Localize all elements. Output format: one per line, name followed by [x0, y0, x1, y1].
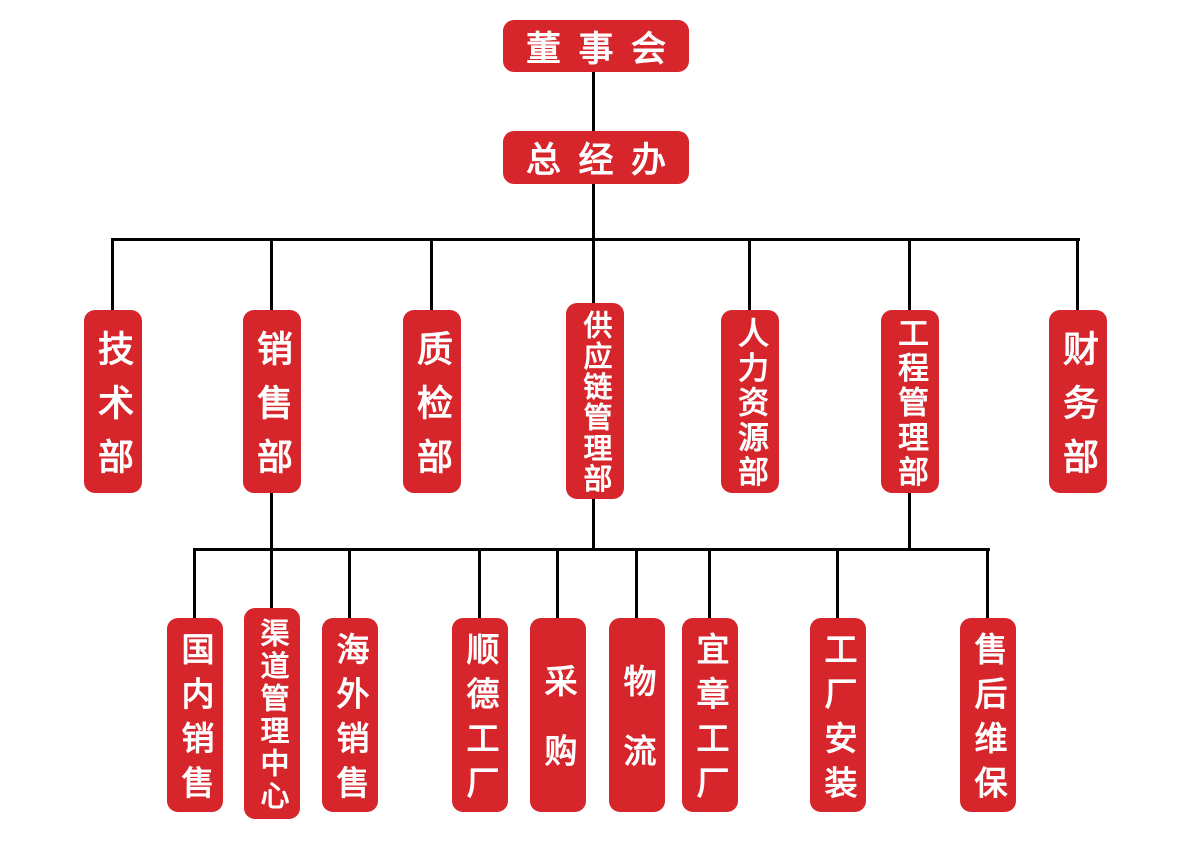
org-node-yizhang-factory: 宜章工厂: [682, 618, 738, 812]
org-node-eng-mgmt-dept: 工程管理部: [881, 310, 939, 493]
connector-board-exec: [592, 70, 595, 133]
connector-drop-logistics: [635, 548, 638, 620]
connector-drop-shunde-factory: [478, 548, 481, 620]
org-node-channel-mgmt-center: 渠道管理中心: [244, 608, 300, 819]
org-node-logistics: 物流: [609, 618, 665, 812]
org-node-sales-dept: 销售部: [243, 310, 301, 493]
org-node-supply-chain-dept: 供应链管理部: [566, 303, 624, 499]
connector-drop-supply: [592, 238, 595, 305]
org-node-hr-dept: 人力资源部: [721, 310, 779, 493]
org-node-procurement: 采购: [530, 618, 586, 812]
connector-supply-bus: [592, 498, 595, 550]
connector-eng-bus: [908, 493, 911, 550]
org-node-qc-dept: 质检部: [403, 310, 461, 493]
connector-exec-trunk: [592, 183, 595, 240]
connector-sales-bus: [270, 493, 273, 550]
org-node-domestic-sales: 国内销售: [167, 618, 223, 812]
org-node-board: 董事会: [503, 20, 689, 72]
connector-drop-factory-install: [836, 548, 839, 620]
connector-drop-domestic-sales: [193, 548, 196, 620]
org-node-shunde-factory: 顺德工厂: [452, 618, 508, 812]
org-node-board-label: 董事会: [525, 29, 684, 69]
org-node-executive-office-label: 总经办: [525, 141, 684, 180]
connector-drop-qc: [430, 238, 433, 312]
org-node-factory-install: 工厂安装: [810, 618, 866, 812]
connector-drop-channel-mgmt: [270, 548, 273, 610]
connector-drop-hr: [748, 238, 751, 312]
org-node-finance-dept: 财务部: [1049, 310, 1107, 493]
org-node-tech-dept: 技术部: [84, 310, 142, 493]
connector-drop-procurement: [556, 548, 559, 620]
org-node-overseas-sales: 海外销售: [322, 618, 378, 812]
org-node-executive-office: 总经办: [503, 131, 689, 184]
connector-drop-sales: [270, 238, 273, 312]
connector-drop-tech: [111, 238, 114, 312]
connector-drop-yizhang-factory: [708, 548, 711, 620]
connector-drop-eng: [908, 238, 911, 312]
connector-drop-aftersales: [986, 548, 989, 620]
connector-drop-finance: [1076, 238, 1079, 312]
org-node-aftersales-maintenance: 售后维保: [960, 618, 1016, 812]
connector-drop-overseas-sales: [348, 548, 351, 620]
connector-level2-bus: [111, 238, 1080, 241]
connector-level3-bus: [193, 548, 990, 551]
